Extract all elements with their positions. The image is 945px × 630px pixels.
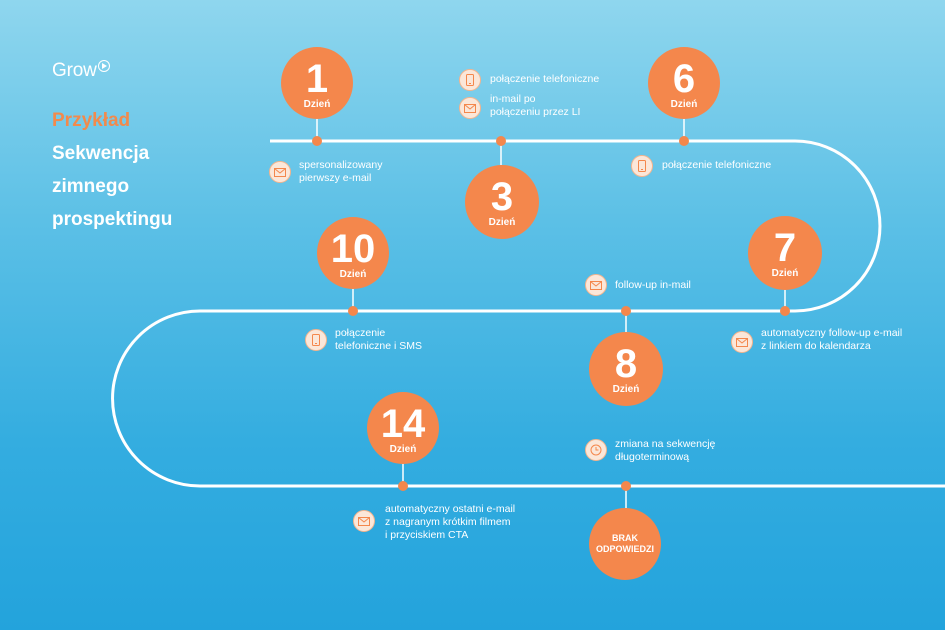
step-description: automatyczny ostatni e-mail z nagranym k… [385,503,515,542]
day-label: Dzień [303,99,331,110]
no-response-line: ODPOWIEDZI [596,544,654,554]
title-line: prospektingu [52,209,173,230]
final-note: zmiana na sekwencję długoterminową [615,438,715,464]
day-label: Dzień [612,384,640,395]
step-text-line: połączeniu przez LI [490,106,581,118]
day-7-circle: 7 Dzień [748,216,822,290]
title-line: zimnego [52,176,130,197]
day-8-circle: 8 Dzień [589,332,663,406]
day-14-circle: 14 Dzień [367,392,439,464]
step-text-line: automatyczny follow-up e-mail [761,327,903,339]
timeline-dot [621,306,631,316]
day-1-circle: 1 Dzień [281,47,353,119]
step-description: połączenie telefoniczne [662,159,771,172]
day-label: Dzień [488,217,516,228]
step-text-line: z nagranym krótkim filmem [385,516,511,528]
day-label: Dzień [339,269,367,280]
day-6-circle: 6 Dzień [648,47,720,119]
day-number: 1 [305,57,329,101]
no-response-circle: BRAK ODPOWIEDZI [589,508,661,580]
title-accent: Przykład [52,110,131,131]
step-text-line: telefoniczne i SMS [335,340,422,352]
logo-text: Grow [52,60,97,81]
step-text-line: połączenie telefoniczne [490,73,600,85]
step-text-line: i przyciskiem CTA [385,529,469,541]
day-label: Dzień [670,99,698,110]
timeline-dot [398,481,408,491]
mail-icon [459,97,481,119]
clock-icon [585,439,607,461]
day-number: 7 [773,226,797,270]
mail-icon [269,161,291,183]
day-number: 3 [490,175,514,219]
day-number: 14 [380,402,426,446]
step-text-line: follow-up in-mail [615,279,691,291]
step-text-line: zmiana na sekwencję [615,438,716,450]
day-label: Dzień [389,444,417,455]
phone-icon [631,155,653,177]
step-text-line: pierwszy e-mail [299,172,372,184]
mail-icon [585,274,607,296]
phone-icon [459,69,481,91]
timeline-dot [496,136,506,146]
no-response-line: BRAK [612,533,638,543]
day-number: 6 [672,57,696,101]
step-description: połączenie telefoniczne [490,73,599,86]
day-3-circle: 3 Dzień [465,165,539,239]
step-text-line: spersonalizowany [299,159,383,171]
grow-logo: Grow [52,60,110,82]
timeline-dot [679,136,689,146]
play-icon [97,60,110,72]
day-number: 8 [614,342,638,386]
step-description: spersonalizowany pierwszy e-mail [299,159,382,185]
title-line: Sekwencja [52,143,150,164]
timeline-dot [312,136,322,146]
step-text-line: automatyczny ostatni e-mail [385,503,516,515]
phone-icon [305,329,327,351]
step-description: połączenie telefoniczne i SMS [335,327,422,353]
timeline-dot [780,306,790,316]
step-text-line: in-mail po [490,93,536,105]
day-number: 10 [330,227,376,271]
day-10-circle: 10 Dzień [317,217,389,289]
page-title: Przykład Sekwencja zimnego prospektingu [52,104,172,236]
step-description: automatyczny follow-up e-mail z linkiem … [761,327,902,353]
step-text-line: długoterminową [615,451,690,463]
step-text-line: z linkiem do kalendarza [761,340,871,352]
mail-icon [731,331,753,353]
step-description: in-mail po połączeniu przez LI [490,93,580,119]
step-text-line: połączenie telefoniczne [662,159,772,171]
step-description: follow-up in-mail [615,279,691,292]
timeline-dot [621,481,631,491]
timeline-dot [348,306,358,316]
day-label: Dzień [771,268,799,279]
step-text-line: połączenie [335,327,386,339]
mail-icon [353,510,375,532]
